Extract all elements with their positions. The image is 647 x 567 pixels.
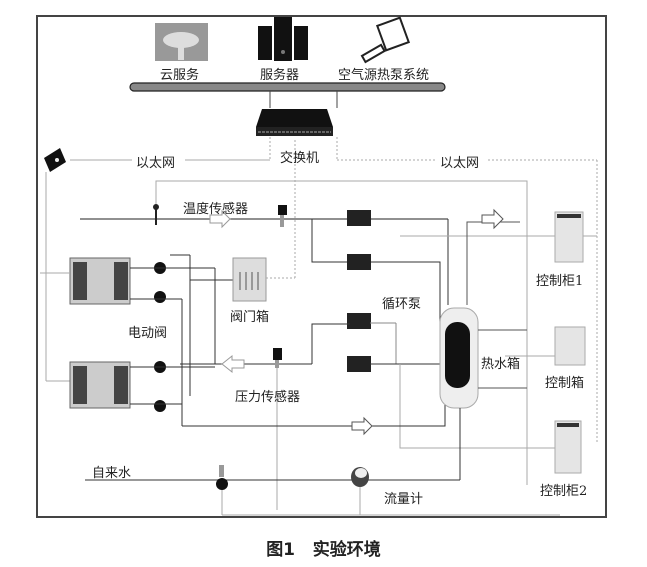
label-control-box: 控制箱 bbox=[545, 376, 585, 391]
flow-arrow-top bbox=[209, 209, 231, 229]
label-valve-box: 阀门箱 bbox=[230, 310, 270, 325]
diagram-frame bbox=[36, 15, 607, 518]
label-control-cabinet-2: 控制柜2 bbox=[540, 484, 588, 499]
label-hot-water-tank: 热水箱 bbox=[481, 357, 521, 372]
label-temp-sensor: 温度传感器 bbox=[183, 202, 249, 217]
heat-pump-unit-icon bbox=[69, 257, 131, 409]
tank-outlet-line bbox=[466, 221, 520, 305]
figure-caption: 图1 实验环境 bbox=[0, 535, 647, 560]
tap-valve-icon bbox=[216, 465, 228, 490]
pump-loop-mid bbox=[311, 323, 350, 364]
label-switch: 交换机 bbox=[280, 151, 320, 166]
label-cloud: 云服务 bbox=[160, 68, 200, 83]
label-control-cabinet-1: 控制柜1 bbox=[536, 274, 584, 289]
cloud-icon bbox=[155, 23, 208, 61]
control-cabinet-2-icon bbox=[554, 420, 582, 474]
label-pressure-sensor: 压力传感器 bbox=[235, 390, 301, 405]
control-box-icon bbox=[554, 326, 586, 366]
switch-icon bbox=[256, 109, 333, 136]
cabinet2-signal bbox=[399, 364, 555, 449]
figure-number: 图1 bbox=[266, 540, 296, 560]
temp-sensor-probe-icon bbox=[278, 205, 287, 227]
circulation-pump-icon bbox=[347, 210, 371, 372]
network-bus bbox=[129, 82, 446, 92]
label-ethernet-left: 以太网 bbox=[136, 156, 176, 171]
lower-loop bbox=[182, 400, 446, 427]
pump-loop-top bbox=[311, 219, 441, 345]
label-electric-valve: 电动阀 bbox=[128, 326, 168, 341]
temp-sensor-icon bbox=[153, 204, 159, 225]
label-circulation-pump: 循环泵 bbox=[382, 297, 422, 312]
valve-box-icon bbox=[232, 257, 267, 302]
camera-icon bbox=[44, 148, 66, 172]
control-cabinet-1-icon bbox=[554, 211, 584, 263]
pressure-sensor-icon bbox=[273, 348, 282, 368]
flow-arrow-bottom bbox=[351, 416, 373, 436]
label-tap-water: 自来水 bbox=[92, 466, 132, 481]
label-ethernet-right: 以太网 bbox=[440, 156, 480, 171]
figure-title: 实验环境 bbox=[312, 540, 381, 560]
computer-icon bbox=[360, 16, 411, 64]
label-flow-meter: 流量计 bbox=[384, 492, 424, 507]
flow-arrow-left bbox=[221, 354, 245, 374]
flow-meter-icon bbox=[351, 467, 369, 487]
sensor-signal-line bbox=[155, 180, 528, 485]
flow-arrow-right bbox=[481, 208, 504, 230]
valve-lines bbox=[130, 254, 235, 426]
label-server: 服务器 bbox=[260, 68, 300, 83]
hot-water-tank-icon bbox=[439, 307, 479, 409]
server-icon bbox=[258, 17, 308, 61]
label-heat-pump-system: 空气源热泵系统 bbox=[338, 68, 430, 83]
